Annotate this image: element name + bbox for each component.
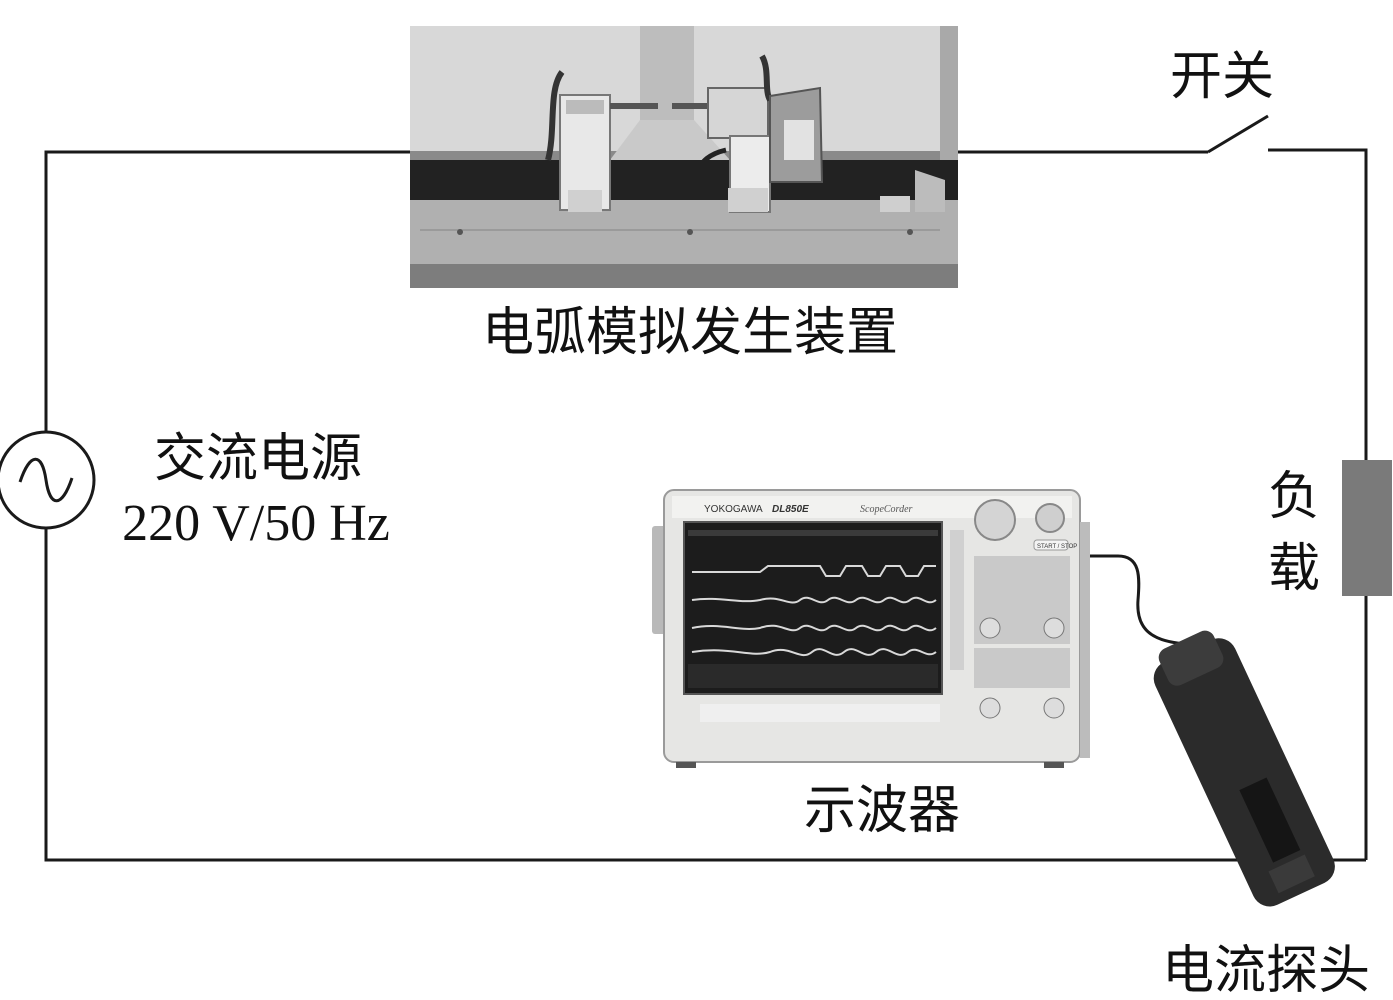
scope-jog-dial: [974, 499, 1016, 541]
sine-wave-icon: [18, 457, 74, 503]
ac-source-rating: 220 V/50 Hz: [122, 495, 390, 552]
load-label-char-2: 载: [1268, 539, 1320, 599]
wire-top-left: [44, 150, 410, 432]
arc-device-photo: [410, 26, 958, 288]
wire-bottom: [44, 528, 1366, 862]
circuit-wires: [44, 148, 1368, 862]
probe-cable: [1090, 554, 1189, 646]
scope-series: ScopeCorder: [860, 504, 913, 515]
oscilloscope-device: YOKOGAWA DL850E ScopeCorder START / STOP: [652, 489, 1090, 768]
wire-right-upper: [1268, 148, 1368, 460]
switch-label: 开关: [1170, 47, 1274, 107]
current-probe: [1153, 630, 1335, 907]
oscilloscope-label: 示波器: [804, 781, 960, 841]
ac-source-label: 交流电源: [154, 429, 362, 489]
scope-brand: YOKOGAWA: [704, 504, 763, 515]
ac-source-symbol: [0, 430, 96, 530]
scope-traces: [691, 565, 937, 657]
scope-start-stop: START / STOP: [1037, 544, 1077, 550]
load-resistor: [1342, 460, 1392, 596]
load-label-char-1: 负: [1268, 467, 1320, 527]
switch-blade: [1207, 114, 1269, 154]
arc-device-label: 电弧模拟发生装置: [482, 303, 898, 363]
scope-model: DL850E: [772, 504, 809, 515]
current-probe-label: 电流探头: [1162, 941, 1370, 1000]
